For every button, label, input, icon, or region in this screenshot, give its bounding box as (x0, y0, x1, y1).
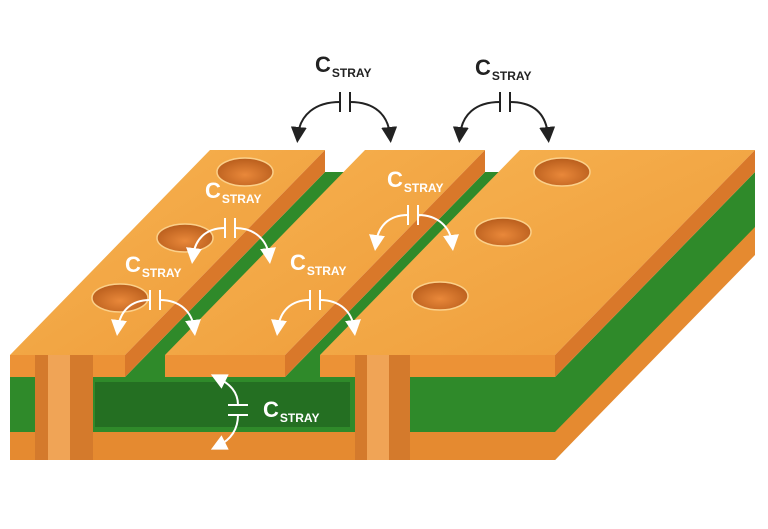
label-subscript: STRAY (141, 266, 182, 280)
stray-capacitance-label: CSTRAY (387, 167, 443, 195)
via-hole (411, 281, 469, 311)
trace-strip-1 (10, 150, 325, 355)
stray-capacitance-label: CSTRAY (125, 252, 181, 280)
stray-capacitance-label: CSTRAY (315, 52, 371, 80)
label-subscript: STRAY (331, 66, 372, 80)
label-subscript: STRAY (279, 411, 320, 425)
via-hole (156, 223, 214, 253)
stray-capacitance-label: CSTRAY (290, 250, 346, 278)
via-hole (474, 217, 532, 247)
trace-strip-2 (165, 150, 485, 355)
label-main: C (205, 178, 221, 203)
via-holes (91, 157, 591, 313)
via-hole (216, 157, 274, 187)
label-main: C (315, 52, 331, 77)
label-subscript: STRAY (221, 192, 262, 206)
front-bottom-copper (10, 432, 555, 460)
label-main: C (290, 250, 306, 275)
label-main: C (125, 252, 141, 277)
via-hole (533, 157, 591, 187)
label-subscript: STRAY (306, 264, 347, 278)
stray-capacitance-label: CSTRAY (263, 397, 319, 425)
label-subscript: STRAY (403, 181, 444, 195)
board-right-bottom-copper (555, 227, 755, 460)
stray-capacitance-label: CSTRAY (205, 178, 261, 206)
label-subscript: STRAY (491, 69, 532, 83)
label-main: C (475, 55, 491, 80)
via-hole (91, 283, 149, 313)
label-main: C (387, 167, 403, 192)
stray-capacitance-label: CSTRAY (475, 55, 531, 83)
label-main: C (263, 397, 279, 422)
